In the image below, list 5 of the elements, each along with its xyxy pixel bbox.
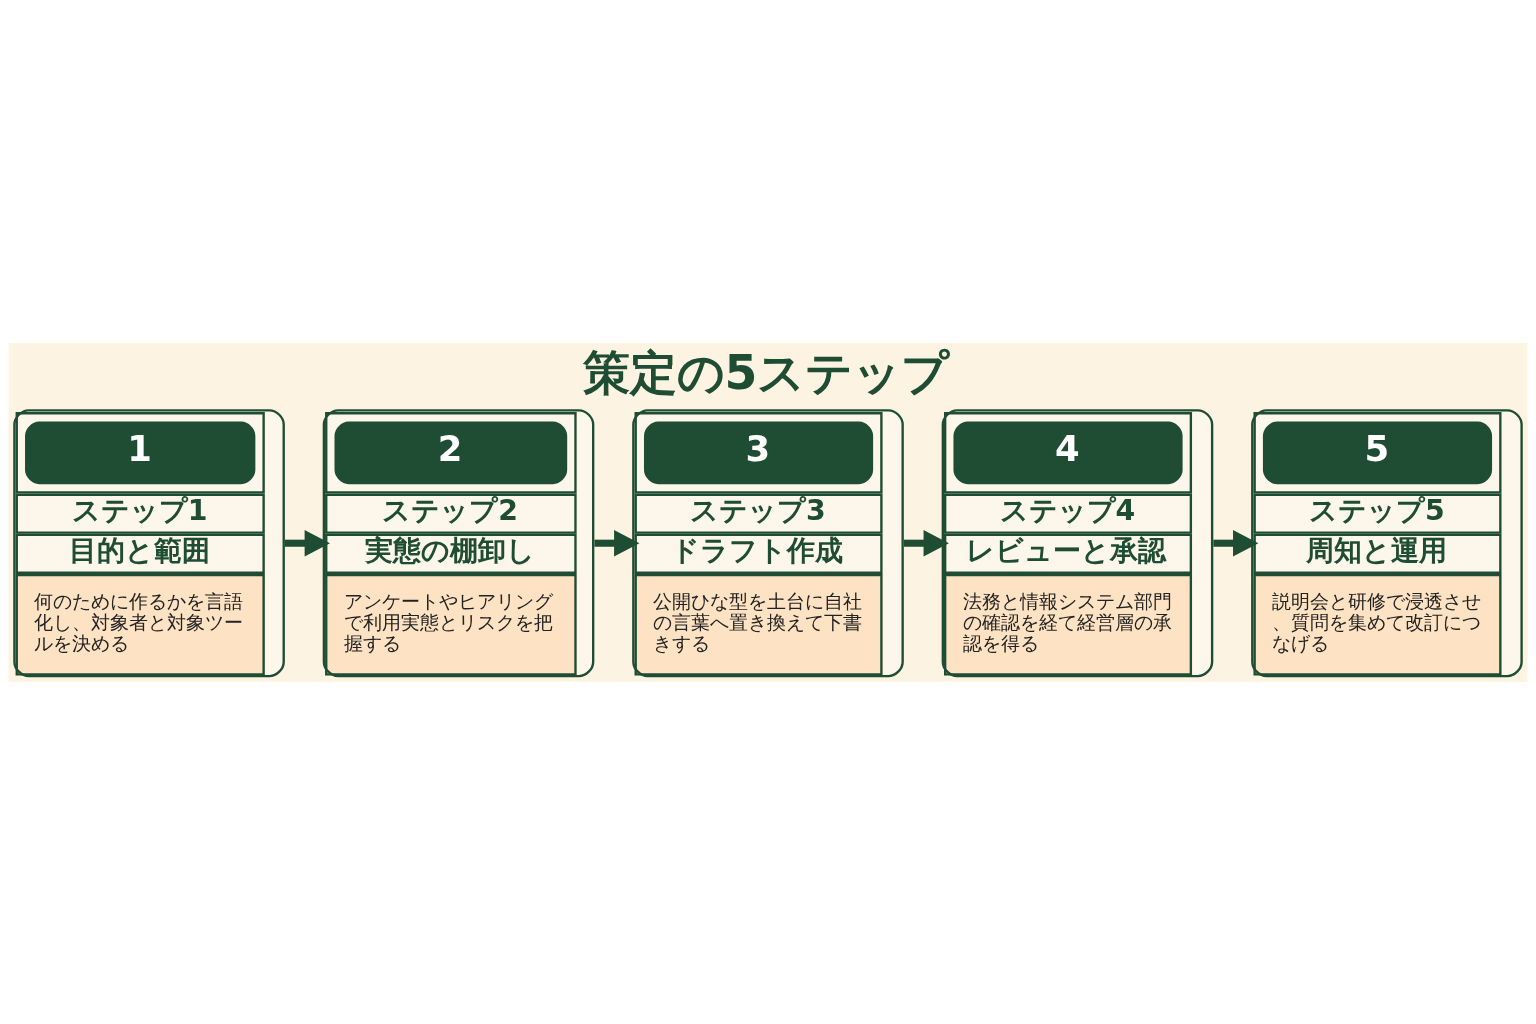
- arrow: [284, 529, 330, 556]
- arrow: [594, 529, 640, 556]
- arrow: [903, 529, 949, 556]
- arrow: [1213, 529, 1259, 556]
- diagram-title: 策定の5ステップ: [582, 344, 950, 400]
